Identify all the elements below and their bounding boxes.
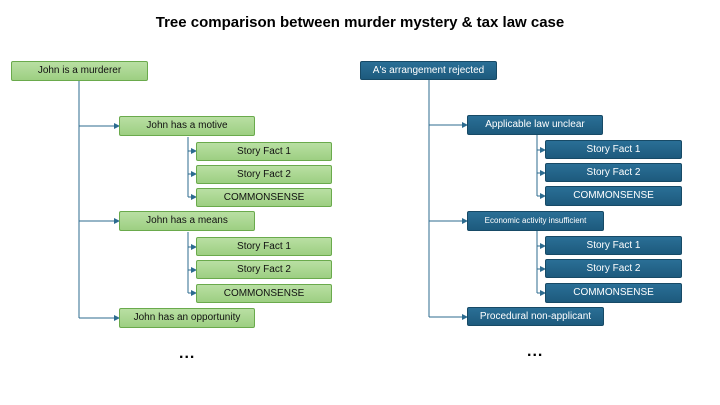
right-leaf-story-fact-1: Story Fact 1 [545,140,682,159]
right-ellipsis: ... [527,343,544,360]
right-root-node: A's arrangement rejected [360,61,497,80]
right-leaf-story-fact-1: Story Fact 1 [545,236,682,255]
left-branch-opportunity: John has an opportunity [119,308,255,328]
right-branch-economic-activity: Economic activity insufficient [467,211,604,231]
left-leaf-commonsense: COMMONSENSE [196,188,332,207]
left-branch-means: John has a means [119,211,255,231]
right-leaf-commonsense: COMMONSENSE [545,186,682,206]
right-branch-applicable-law: Applicable law unclear [467,115,603,135]
left-leaf-commonsense: COMMONSENSE [196,284,332,303]
right-leaf-story-fact-2: Story Fact 2 [545,163,682,182]
left-ellipsis: ... [179,345,196,362]
left-leaf-story-fact-1: Story Fact 1 [196,237,332,256]
left-root-node: John is a murderer [11,61,148,81]
left-leaf-story-fact-2: Story Fact 2 [196,260,332,279]
right-leaf-commonsense: COMMONSENSE [545,283,682,303]
diagram-title: Tree comparison between murder mystery &… [155,14,565,31]
left-branch-motive: John has a motive [119,116,255,136]
left-leaf-story-fact-1: Story Fact 1 [196,142,332,161]
left-leaf-story-fact-2: Story Fact 2 [196,165,332,184]
right-leaf-story-fact-2: Story Fact 2 [545,259,682,278]
right-branch-procedural: Procedural non-applicant [467,307,604,326]
